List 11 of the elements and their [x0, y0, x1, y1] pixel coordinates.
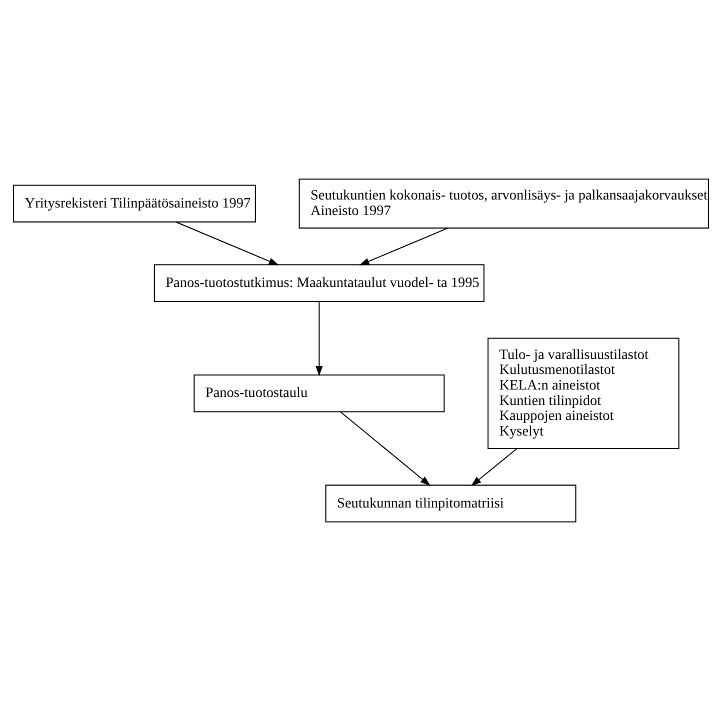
- node-box: Yritysrekisteri Tilinpäätösaineisto 1997: [12, 184, 256, 222]
- node-box: Panos-tuotostaulu: [193, 374, 444, 412]
- arrow: [358, 228, 448, 266]
- node-box: Seutukuntien kokonais- tuotos, arvonlisäys- ja palkansaajakorvaukset Aineisto 1997: [298, 178, 708, 229]
- arrow: [315, 302, 322, 376]
- node-box: Panos-tuotostutkimus: Maakuntataulut vuodel- ta 1995: [153, 264, 484, 302]
- arrow: [175, 222, 278, 266]
- arrow: [470, 448, 517, 486]
- arrow: [340, 411, 430, 486]
- node-box: Seutukunnan tilinpitomatriisi: [324, 484, 576, 522]
- node-box: Tulo- ja varallisuustilastot Kulutusmenotilastot KELA:n aineistot Kuntien tilinpidot Kauppojen aineistot Kyselyt: [487, 338, 679, 449]
